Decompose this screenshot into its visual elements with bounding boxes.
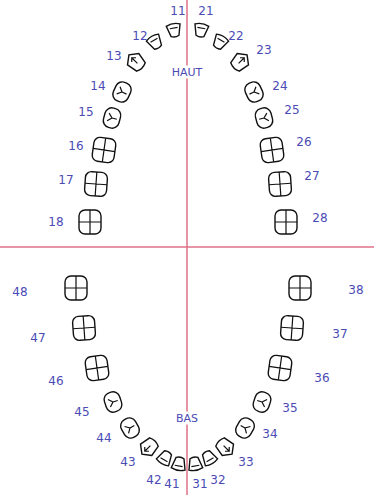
occlusal-line [0,246,374,248]
tooth-number: 46 [48,375,63,387]
tooth-number: 23 [256,44,271,56]
tooth-number: 31 [192,478,207,490]
tooth-number: 15 [78,106,93,118]
tooth-number: 24 [272,80,287,92]
tooth-number: 25 [284,104,299,116]
arch-label: HAUT [170,66,205,79]
tooth-number: 37 [332,328,347,340]
tooth-number: 47 [30,332,45,344]
tooth-number: 45 [74,406,89,418]
tooth-number: 21 [198,5,213,17]
tooth-number: 33 [238,456,253,468]
tooth-number: 28 [312,212,327,224]
tooth-number: 16 [68,140,83,152]
tooth-number: 35 [282,402,297,414]
tooth-number: 48 [12,286,27,298]
tooth-number: 18 [48,216,63,228]
tooth-number: 36 [314,372,329,384]
tooth-number: 12 [132,30,147,42]
tooth-number: 34 [262,428,277,440]
tooth-number: 44 [96,432,111,444]
tooth-number: 14 [90,80,105,92]
tooth-number: 26 [296,136,311,148]
tooth-number: 38 [348,284,363,296]
tooth-number: 17 [58,174,73,186]
arch-label: BAS [174,412,200,425]
tooth-number: 11 [170,5,185,17]
tooth-number: 22 [228,30,243,42]
tooth-number: 43 [120,456,135,468]
tooth-number: 42 [146,474,161,486]
teeth [65,22,311,471]
tooth-number: 27 [304,170,319,182]
tooth-number: 41 [164,478,179,490]
tooth-number: 13 [106,50,121,62]
tooth-number: 32 [210,474,225,486]
